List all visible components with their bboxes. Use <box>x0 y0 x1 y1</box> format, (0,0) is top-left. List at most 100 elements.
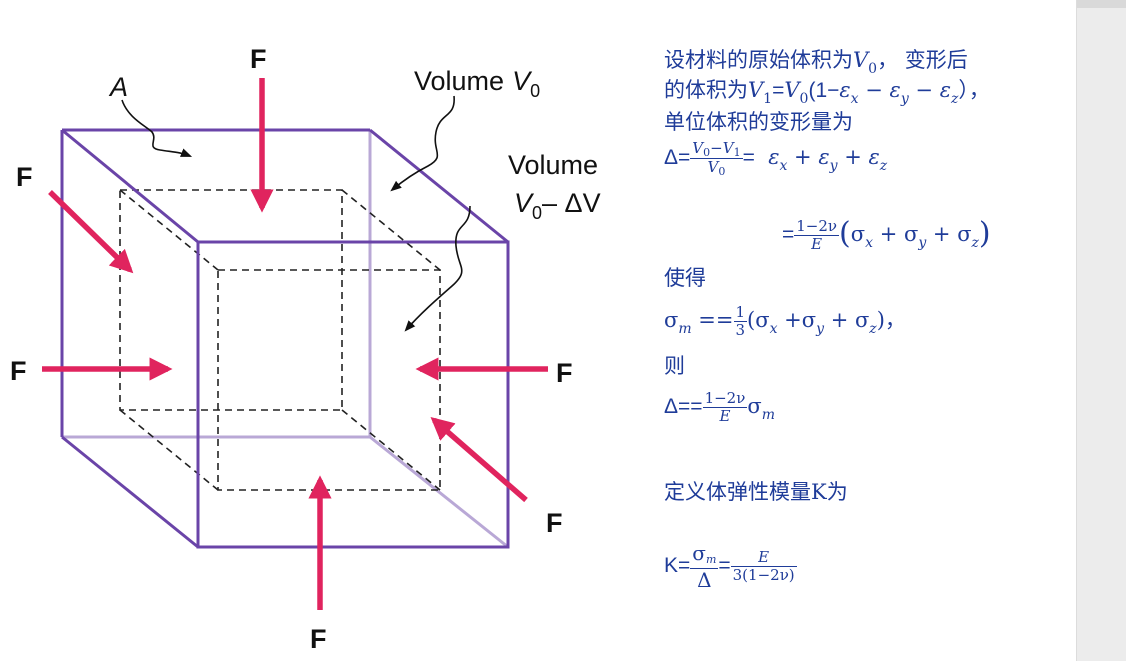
pointer-arrows <box>121 95 471 332</box>
text-seg: 1−2ν <box>702 389 748 408</box>
text-seg: V <box>707 158 719 176</box>
pointer-volume-minus <box>404 205 471 332</box>
text-seg: 0 <box>718 165 726 178</box>
text-seg: = <box>782 223 795 246</box>
text-seg: ε <box>868 145 880 169</box>
text-seg: σ <box>664 308 679 332</box>
text-seg: = <box>772 79 785 102</box>
text-seg: K= <box>664 554 691 577</box>
line-ze: 则 <box>664 354 685 378</box>
scrollbar-cap <box>1077 0 1126 8</box>
text-seg: 0 <box>799 91 809 107</box>
line-unit-deformation: 单位体积的变形量为 <box>664 110 853 134</box>
text-seg: z <box>879 158 888 174</box>
text-seg: Δ= <box>664 146 691 169</box>
text-seg: m <box>678 321 692 337</box>
text-seg: 3 <box>735 321 746 339</box>
arrow-left-upper <box>48 190 134 274</box>
text-seg: )， <box>876 308 906 332</box>
arrow-right-lower <box>430 416 528 503</box>
text-seg: m <box>761 407 775 423</box>
text-seg: z <box>971 235 979 251</box>
cube-front-edges <box>60 128 510 549</box>
force-label-right: F <box>556 358 573 388</box>
text-seg: ε <box>839 78 851 102</box>
side-scrollbar[interactable] <box>1076 0 1126 661</box>
force-label-left: F <box>10 356 27 386</box>
text-seg: σ <box>957 222 972 246</box>
text-seg: 1 <box>733 146 741 159</box>
text-seg: y <box>816 321 825 337</box>
pointer-volume <box>390 95 455 192</box>
line-original-volume: 设材料的原始体积为V0， 变形后 <box>664 46 968 77</box>
force-label-bottom: F <box>310 624 327 654</box>
text-seg: 1−2ν <box>794 217 840 236</box>
line-define-bulk-modulus: 定义体弹性模量K为 <box>664 480 848 504</box>
text-seg: x <box>850 91 859 107</box>
text-seg: ε <box>889 78 901 102</box>
pointer-area <box>121 99 193 157</box>
text-seg: == <box>691 308 734 332</box>
text-seg: ε <box>768 145 780 169</box>
text-seg: V <box>722 139 734 157</box>
text-seg: + σ <box>824 308 870 332</box>
text-seg: z <box>950 91 959 107</box>
text-seg: 1 <box>733 303 748 322</box>
text-seg: E <box>730 549 797 567</box>
text-seg: ）， <box>958 78 990 102</box>
text-seg: − <box>858 78 890 102</box>
volume-minus-expr: V0– ΔV <box>514 188 601 223</box>
text-seg: + <box>837 145 869 169</box>
force-label-right-lower: F <box>546 508 563 538</box>
text-seg: + <box>873 222 904 246</box>
text-seg: 3(1−2ν) <box>732 566 795 584</box>
text-seg: E <box>719 407 731 425</box>
text-seg: (σ <box>747 308 770 332</box>
text-seg: ε <box>939 78 951 102</box>
text-seg: z <box>869 321 877 337</box>
text-seg: x <box>865 235 874 251</box>
text-seg: + <box>926 222 958 246</box>
text-seg: V <box>748 78 764 102</box>
text-seg: σ <box>850 222 866 246</box>
text-seg: y <box>829 158 838 174</box>
text-seg: V <box>692 139 704 157</box>
text-seg: 1 <box>763 91 773 107</box>
volume-minus-word: Volume <box>508 150 598 180</box>
text-seg: − <box>710 139 723 157</box>
inner-dashed-cube <box>119 189 441 491</box>
text-seg: (1− <box>808 79 840 102</box>
area-label: A <box>108 72 128 102</box>
force-label-left-upper: F <box>16 162 33 192</box>
text-seg: V <box>853 48 869 72</box>
force-arrows <box>42 78 548 610</box>
line-shide: 使得 <box>664 266 706 290</box>
text-seg: Δ <box>697 568 712 592</box>
text-seg: E <box>811 235 823 253</box>
text-seg: 0 <box>703 146 711 159</box>
text-seg: − <box>908 78 940 102</box>
line-deformed-volume: 的体积为V1=V0(1−εx − εy − εz）， <box>664 76 990 107</box>
text-seg: 设材料的原始体积为 <box>664 48 853 72</box>
text-seg: V <box>784 78 800 102</box>
text-seg: y <box>900 91 909 107</box>
text-seg: ε <box>818 145 830 169</box>
text-seg: 0 <box>868 61 878 77</box>
text-seg: y <box>918 235 927 251</box>
text-seg: = <box>718 554 731 577</box>
text-seg: ， 变形后 <box>877 48 968 72</box>
text-seg: x <box>779 158 788 174</box>
text-seg: x <box>769 321 778 337</box>
text-seg: Δ== <box>664 395 703 418</box>
